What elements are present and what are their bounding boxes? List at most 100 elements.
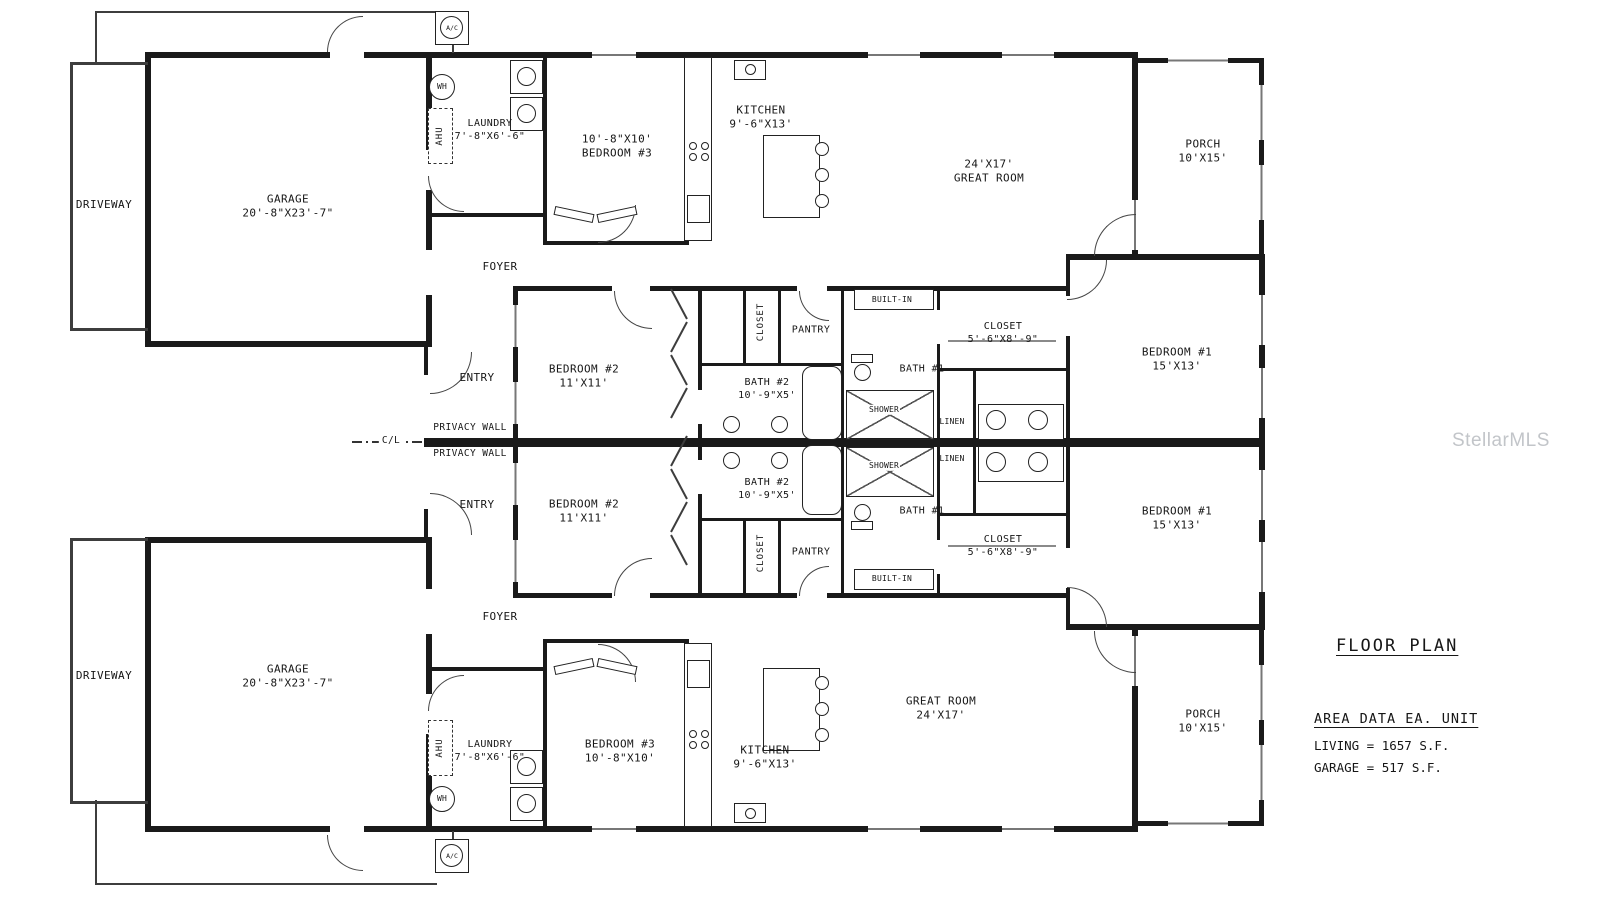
cooktop-burner-icon <box>701 153 709 161</box>
built-in-label: BUILT-IN <box>871 573 913 583</box>
great-room-name: GREAT ROOM <box>905 694 977 708</box>
bath2-label: BATH #2 10'-9"X5' <box>738 376 796 402</box>
linen-label: LINEN <box>939 416 965 426</box>
bar-stool-icon <box>815 728 829 742</box>
laundry-label: LAUNDRY 7'-8"X6'-6" <box>455 117 526 143</box>
wall <box>937 440 940 598</box>
bar-stool-icon <box>815 194 829 208</box>
wall <box>1070 254 1264 260</box>
bifold-door <box>670 501 688 533</box>
bath2-name: BATH #2 <box>744 477 790 488</box>
shower-label: SHOWER <box>867 460 901 472</box>
door-arc <box>327 835 363 871</box>
bar-stool-icon <box>815 168 829 182</box>
ahu-unit <box>428 108 453 164</box>
garage-name: GARAGE <box>266 192 310 206</box>
oven-icon <box>687 660 710 688</box>
bifold-door <box>553 205 595 224</box>
wall <box>145 52 432 58</box>
wall <box>513 286 518 444</box>
ahu-label: AHU <box>435 738 446 758</box>
built-in-niche <box>854 569 934 590</box>
cooktop-burner-icon <box>701 142 709 150</box>
sink-basin-icon <box>745 64 756 75</box>
kitchen-dims: 9'-6"X13' <box>729 118 793 131</box>
closet1-dims: 5'-6"X8'-9" <box>967 547 1039 558</box>
foyer-label: FOYER <box>482 259 518 273</box>
vanity-sink-icon <box>986 452 1006 472</box>
door-arc <box>614 558 652 596</box>
wall <box>1259 440 1265 630</box>
dryer-drum-icon <box>517 104 536 123</box>
door-arc <box>428 176 464 212</box>
door-arc <box>1094 214 1136 256</box>
closet-rod <box>948 340 1056 342</box>
porch-label: PORCH 10'X15' <box>1178 138 1227 167</box>
built-in-niche <box>854 289 934 310</box>
wall <box>1259 254 1265 444</box>
laundry-dims: 7'-8"X6'-6" <box>454 752 526 763</box>
bath1-label: BATH #1 <box>899 505 945 517</box>
window <box>1259 85 1264 140</box>
kitchen-name: KITCHEN <box>736 103 786 117</box>
window <box>513 382 518 424</box>
dryer-drum-icon <box>517 794 536 813</box>
kitchen-label: KITCHEN 9'-6"X13' <box>729 104 792 133</box>
bifold-door <box>553 657 595 676</box>
vanity-sink-icon <box>771 416 788 433</box>
closet1-name: CLOSET <box>983 321 1023 332</box>
closet-label: CLOSET <box>756 533 767 573</box>
privacy-wall-label: PRIVACY WALL <box>433 421 507 433</box>
bedroom2-dims: 11'X11' <box>559 377 609 390</box>
closet1-dims: 5'-6"X8'-9" <box>967 334 1039 345</box>
bedroom1-label: BEDROOM #1 15'X13' <box>1142 346 1212 375</box>
wall <box>424 341 428 375</box>
wall <box>543 241 689 245</box>
wall <box>1132 52 1138 258</box>
wall <box>513 440 518 598</box>
garage-dims: 20'-8"X23'-7" <box>242 207 334 220</box>
great-room-dims: 24'X17' <box>916 709 966 722</box>
closet-label: CLOSET <box>756 302 767 342</box>
garage-name: GARAGE <box>266 662 310 676</box>
door-arc <box>1067 260 1107 300</box>
great-room-name: GREAT ROOM <box>953 172 1025 185</box>
wall <box>145 52 151 347</box>
bedroom2-name: BEDROOM #2 <box>548 497 620 511</box>
wall <box>426 295 432 347</box>
porch-label: PORCH 10'X15' <box>1178 708 1227 737</box>
toilet-icon <box>723 416 740 433</box>
window <box>1002 52 1054 58</box>
wall <box>973 368 976 444</box>
bifold-door <box>670 354 688 386</box>
bedroom3-name: BEDROOM #3 <box>581 147 653 160</box>
driveway-line <box>70 62 148 65</box>
bedroom1-name: BEDROOM #1 <box>1141 504 1213 518</box>
bar-stool-icon <box>815 676 829 690</box>
wall <box>543 639 689 643</box>
area-data-heading: AREA DATA EA. UNIT <box>1314 711 1479 727</box>
window <box>1259 745 1264 800</box>
wall <box>513 286 1070 291</box>
toilet-icon <box>854 504 871 521</box>
party-wall <box>424 438 1265 447</box>
toilet-tank-icon <box>851 521 873 530</box>
bedroom2-label: BEDROOM #2 11'X11' <box>549 498 619 527</box>
foyer-label: FOYER <box>482 609 518 623</box>
window <box>1168 821 1228 826</box>
built-in-label: BUILT-IN <box>871 294 913 304</box>
ac-label: A/C <box>446 23 458 32</box>
utility-line <box>95 800 97 885</box>
wall <box>1066 440 1070 630</box>
watermark: StellarMLS <box>1452 430 1550 451</box>
utility-line <box>95 11 437 13</box>
window <box>513 305 518 347</box>
bedroom2-label: BEDROOM #2 11'X11' <box>549 363 619 392</box>
wall <box>426 667 547 671</box>
window <box>592 826 636 832</box>
porch-name: PORCH <box>1185 707 1221 721</box>
window <box>1168 58 1228 63</box>
window <box>868 826 920 832</box>
wall <box>543 52 547 245</box>
